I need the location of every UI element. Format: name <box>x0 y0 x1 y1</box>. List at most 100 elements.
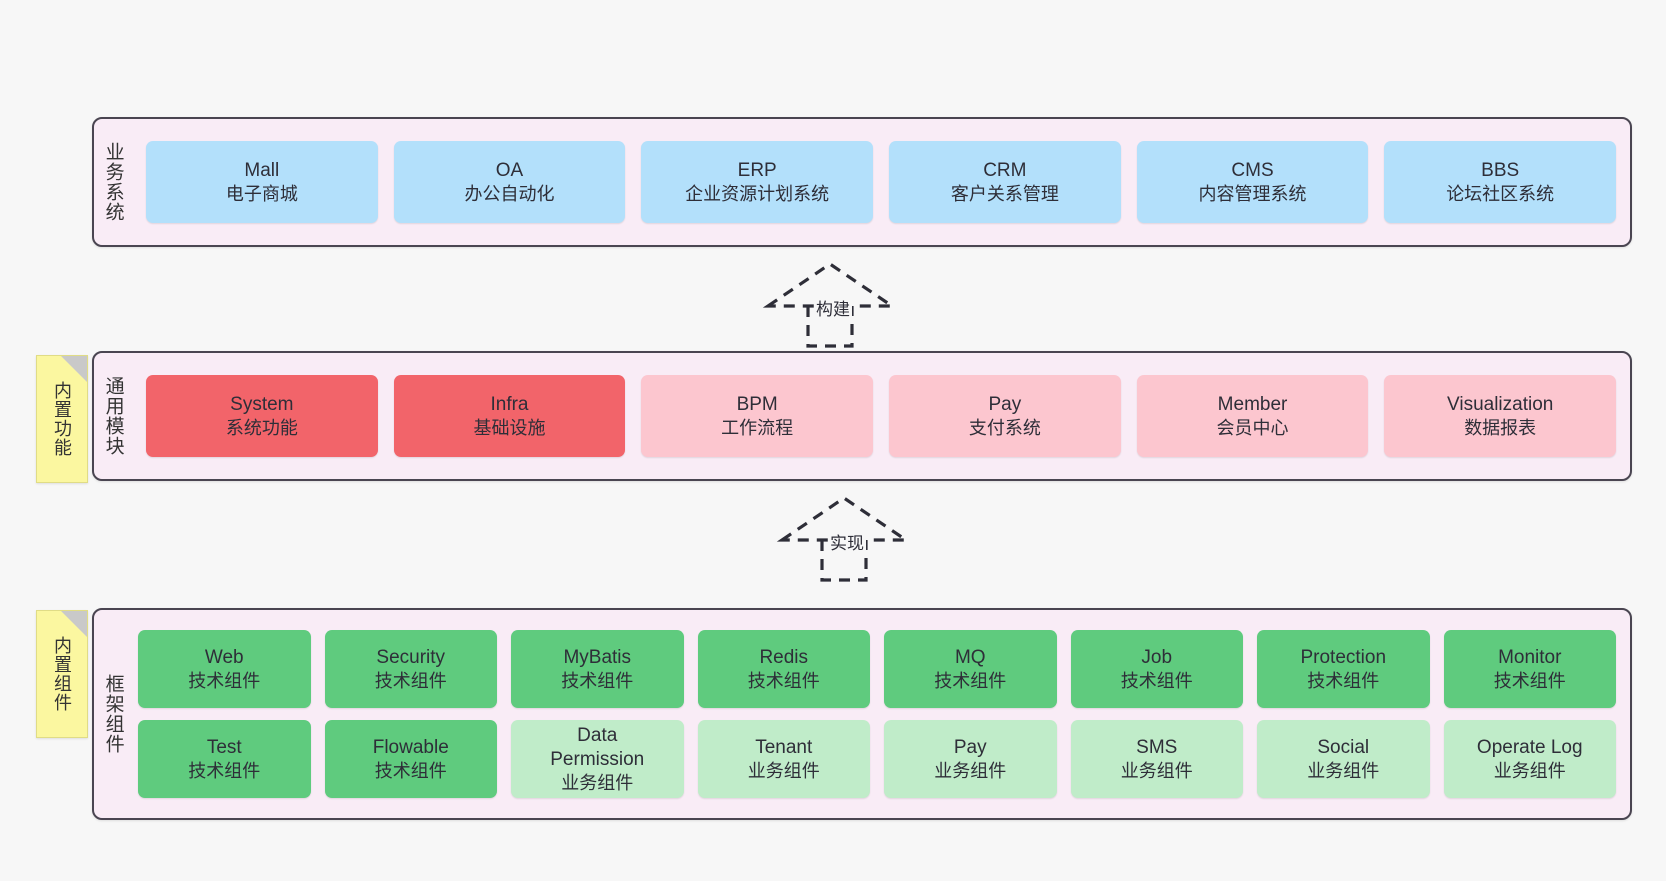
card-subtitle: 技术组件 <box>1307 670 1380 691</box>
card-subtitle: 论坛社区系统 <box>1446 183 1555 204</box>
note-builtin-components: 内置组件 <box>36 610 88 738</box>
card-title: CRM <box>983 159 1027 181</box>
card-subtitle: 业务组件 <box>934 760 1007 781</box>
card-title: Redis <box>759 646 809 668</box>
note-label: 内置组件 <box>52 636 72 712</box>
card-protection[interactable]: Protection 技术组件 <box>1257 630 1430 708</box>
card-subtitle: 技术组件 <box>561 670 634 691</box>
card-subtitle: 工作流程 <box>721 417 794 438</box>
card-title: Visualization <box>1447 393 1554 415</box>
card-visualization[interactable]: Visualization 数据报表 <box>1384 375 1617 457</box>
card-subtitle: 会员中心 <box>1216 417 1289 438</box>
card-subtitle: 技术组件 <box>1120 670 1193 691</box>
layer-body-modules: System 系统功能 Infra 基础设施 BPM 工作流程 Pay 支付系统… <box>132 353 1630 479</box>
card-title: OA <box>495 159 524 181</box>
card-pay-module[interactable]: Pay 支付系统 <box>889 375 1121 457</box>
card-subtitle: 技术组件 <box>188 760 261 781</box>
card-title: Pay <box>953 736 987 758</box>
card-social[interactable]: Social 业务组件 <box>1257 720 1430 798</box>
card-subtitle: 办公自动化 <box>464 183 555 204</box>
card-subtitle: 业务组件 <box>747 760 820 781</box>
card-title: Job <box>1141 646 1173 668</box>
note-builtin-features: 内置功能 <box>36 355 88 483</box>
card-subtitle: 技术组件 <box>1493 670 1566 691</box>
card-subtitle: 业务组件 <box>561 772 634 793</box>
card-title: ERP <box>737 159 777 181</box>
page-fold-icon <box>61 356 87 382</box>
card-title: Protection <box>1300 646 1387 668</box>
card-pay-component[interactable]: Pay 业务组件 <box>884 720 1057 798</box>
card-redis[interactable]: Redis 技术组件 <box>697 630 870 708</box>
card-title: CMS <box>1231 159 1274 181</box>
module-card-row: System 系统功能 Infra 基础设施 BPM 工作流程 Pay 支付系统… <box>138 375 1617 457</box>
card-tenant[interactable]: Tenant 业务组件 <box>697 720 870 798</box>
card-member[interactable]: Member 会员中心 <box>1136 375 1369 457</box>
card-subtitle: 业务组件 <box>1307 760 1380 781</box>
card-title: Flowable <box>372 736 449 758</box>
card-flowable[interactable]: Flowable 技术组件 <box>324 720 497 798</box>
card-erp[interactable]: ERP 企业资源计划系统 <box>641 141 874 223</box>
card-title: Web <box>204 646 244 668</box>
card-subtitle: 技术组件 <box>934 670 1007 691</box>
card-title: SMS <box>1136 736 1178 758</box>
card-subtitle: 技术组件 <box>188 670 261 691</box>
page-fold-icon <box>61 611 87 637</box>
card-title: System <box>230 393 294 415</box>
card-subtitle: 技术组件 <box>374 760 447 781</box>
note-label: 内置功能 <box>52 381 72 457</box>
card-bbs[interactable]: BBS 论坛社区系统 <box>1384 141 1617 223</box>
card-title: MyBatis <box>563 646 632 668</box>
card-title: Test <box>206 736 242 758</box>
card-monitor[interactable]: Monitor 技术组件 <box>1443 630 1616 708</box>
layer-title-modules: 通用模块 <box>102 376 124 456</box>
card-title: Monitor <box>1498 646 1562 668</box>
card-test[interactable]: Test 技术组件 <box>138 720 311 798</box>
card-subtitle: 技术组件 <box>747 670 820 691</box>
card-subtitle: 业务组件 <box>1120 760 1193 781</box>
card-title: BPM <box>736 393 778 415</box>
card-subtitle: 业务组件 <box>1493 760 1566 781</box>
arrow-build: 构建 <box>760 258 910 348</box>
layer-framework-components: 框架组件 Web 技术组件 Security 技术组件 MyBatis 技术组件… <box>92 608 1632 820</box>
card-mq[interactable]: MQ 技术组件 <box>884 630 1057 708</box>
card-subtitle: 技术组件 <box>374 670 447 691</box>
card-infra[interactable]: Infra 基础设施 <box>393 375 626 457</box>
arrow-build-label: 构建 <box>814 295 852 320</box>
card-title: Tenant <box>755 736 813 758</box>
card-data-permission[interactable]: Data Permission 业务组件 <box>511 720 684 798</box>
card-title: Pay <box>988 393 1022 415</box>
card-title: Operate Log <box>1476 736 1583 758</box>
card-cms[interactable]: CMS 内容管理系统 <box>1136 141 1369 223</box>
card-subtitle: 支付系统 <box>968 417 1041 438</box>
card-mybatis[interactable]: MyBatis 技术组件 <box>511 630 684 708</box>
card-title: Infra <box>490 393 529 415</box>
card-system[interactable]: System 系统功能 <box>146 375 378 457</box>
card-crm[interactable]: CRM 客户关系管理 <box>889 141 1121 223</box>
card-title: MQ <box>954 646 986 668</box>
card-bpm[interactable]: BPM 工作流程 <box>641 375 874 457</box>
arrow-implement: 实现 <box>774 492 924 582</box>
card-security[interactable]: Security 技术组件 <box>324 630 497 708</box>
card-operate-log[interactable]: Operate Log 业务组件 <box>1443 720 1616 798</box>
framework-row-business: Test 技术组件 Flowable 技术组件 Data Permission … <box>138 720 1616 798</box>
card-sms[interactable]: SMS 业务组件 <box>1070 720 1243 798</box>
card-subtitle: 系统功能 <box>225 417 298 438</box>
layer-body-business: Mall 电子商城 OA 办公自动化 ERP 企业资源计划系统 CRM 客户关系… <box>132 119 1630 245</box>
layer-body-framework: Web 技术组件 Security 技术组件 MyBatis 技术组件 Redi… <box>132 610 1630 818</box>
card-subtitle: 数据报表 <box>1464 417 1537 438</box>
card-mall[interactable]: Mall 电子商城 <box>146 141 378 223</box>
business-card-row: Mall 电子商城 OA 办公自动化 ERP 企业资源计划系统 CRM 客户关系… <box>138 141 1617 223</box>
card-subtitle: 基础设施 <box>473 417 546 438</box>
card-title: Mall <box>244 159 280 181</box>
card-title: Social <box>1317 736 1370 758</box>
card-title: Member <box>1217 393 1288 415</box>
card-title: BBS <box>1481 159 1520 181</box>
arrow-implement-label: 实现 <box>828 529 866 554</box>
layer-title-business: 业务系统 <box>102 142 124 222</box>
card-subtitle: 客户关系管理 <box>950 183 1059 204</box>
card-job[interactable]: Job 技术组件 <box>1070 630 1243 708</box>
card-oa[interactable]: OA 办公自动化 <box>393 141 626 223</box>
card-web[interactable]: Web 技术组件 <box>138 630 311 708</box>
card-subtitle: 电子商城 <box>225 183 298 204</box>
